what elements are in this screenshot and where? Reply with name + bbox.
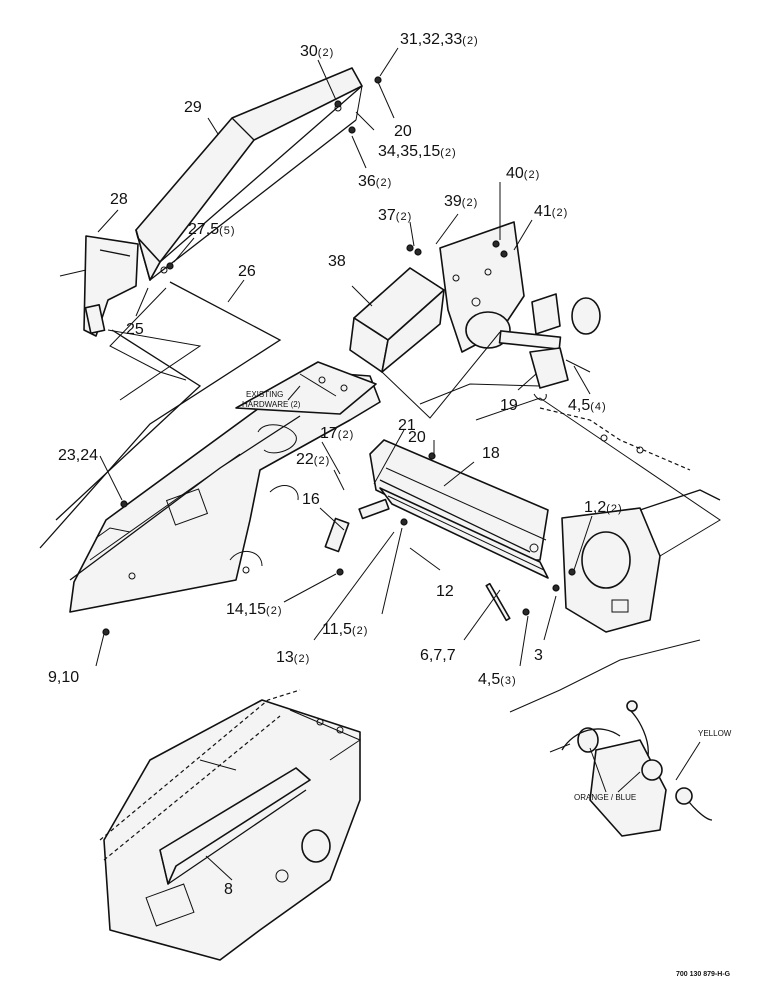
rail-12 (379, 487, 549, 579)
callout-9-10: 9,10 (48, 669, 79, 686)
callout-23-24: 23,24 (58, 447, 98, 464)
driveline-26 (39, 281, 282, 549)
notes: EXISTING HARDWARE (2) YELLOW ORANGE / BL… (242, 390, 732, 978)
shield-18 (369, 439, 549, 561)
drawing-number: 700 130 879-H-G (676, 971, 731, 978)
existing-hardware-note-line1: EXISTING (246, 390, 283, 399)
mounting-plate (235, 361, 377, 415)
existing-hardware-note-line2: HARDWARE (2) (242, 400, 301, 409)
callout-37: 37(2) (378, 207, 412, 224)
callout-19: 19 (500, 397, 518, 414)
wire-orange-blue-label: ORANGE / BLUE (574, 793, 636, 802)
callout-30: 30(2) (300, 43, 334, 60)
callout-25: 25 (126, 321, 144, 338)
callout-8: 8 (224, 881, 233, 898)
connection-lines (107, 329, 721, 713)
callout-28: 28 (110, 191, 128, 208)
callout-4-5-lower: 4,5(3) (478, 671, 517, 688)
leader-lines (95, 47, 701, 881)
electrical-detail (549, 700, 713, 837)
callout-16: 16 (302, 491, 320, 508)
wire-harness (539, 407, 691, 471)
callout-3: 3 (534, 647, 543, 664)
callout-11-5: 11,5(2) (322, 621, 368, 638)
callout-13: 13(2) (276, 649, 310, 666)
installed-view (99, 689, 362, 961)
shield-38 (349, 267, 445, 373)
end-housing (561, 489, 721, 633)
callout-18: 18 (482, 445, 500, 462)
callout-40: 40(2) (506, 165, 540, 182)
callout-36: 36(2) (358, 173, 392, 190)
callout-4-5-upper: 4,5(4) (568, 397, 607, 414)
callout-22: 22(2) (296, 451, 330, 468)
callout-26: 26 (238, 263, 256, 280)
callout-1-2: 1,2(2) (584, 499, 623, 516)
bracket-28 (59, 235, 139, 337)
callout-38: 38 (328, 253, 346, 270)
callout-27-5: 27,5(5) (188, 221, 236, 238)
callout-14-15: 14,15(2) (226, 601, 283, 618)
callout-39: 39(2) (444, 193, 478, 210)
callout-labels: 30(2) 31,32,33(2) 29 20 34,35,15(2) 36(2… (48, 31, 623, 898)
gearbox-assembly (439, 221, 601, 389)
wire-yellow-label: YELLOW (698, 729, 732, 738)
callout-34-35-15: 34,35,15(2) (378, 143, 457, 160)
shield-29 (135, 67, 363, 281)
callout-6-7-7: 6,7,7 (420, 647, 456, 664)
callout-31-32-33: 31,32,33(2) (400, 31, 479, 48)
callout-21: 21 (398, 417, 416, 434)
callout-29: 29 (184, 99, 202, 116)
callout-41: 41(2) (534, 203, 568, 220)
hardware (102, 76, 576, 636)
callout-12: 12 (436, 583, 454, 600)
callout-20-lower: 20 (408, 429, 426, 446)
callout-20-upper: 20 (394, 123, 412, 140)
callout-17: 17(2) (320, 425, 354, 442)
